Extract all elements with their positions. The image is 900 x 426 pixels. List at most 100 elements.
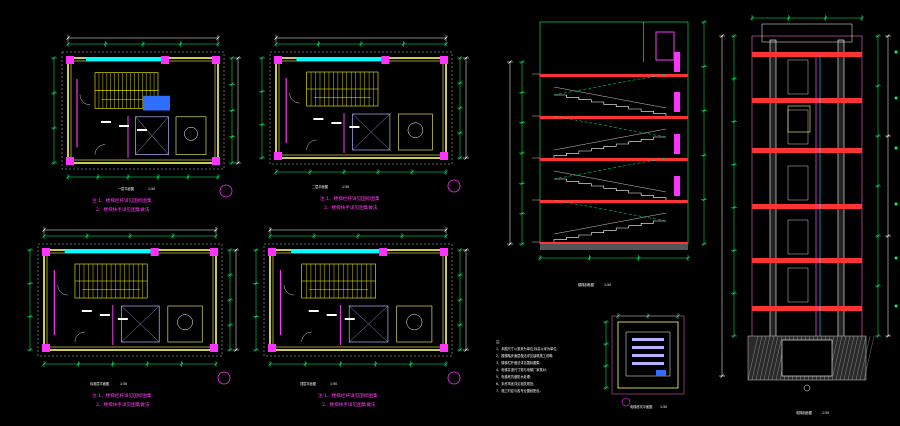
column: [440, 248, 448, 256]
dimension-slash: [604, 364, 608, 368]
dimension-slash: [230, 82, 234, 86]
dimension-slash: [254, 348, 258, 352]
stair-handrail-section: [553, 86, 667, 109]
plan-2-note-2: 2、楼梯扶手详见图集做法: [324, 204, 378, 211]
level-mark: [894, 50, 898, 54]
level-mark: [894, 96, 898, 100]
dimension-slash: [52, 161, 56, 165]
general-note-3: 3、楼梯栏杆做法详见国标图集;: [496, 360, 541, 365]
dimension-slash: [216, 42, 220, 46]
door-swing: [301, 331, 312, 343]
stair-handrail-section: [553, 212, 667, 235]
dimension-slash: [316, 42, 321, 46]
service-room: [398, 113, 433, 151]
dimension-slash: [520, 151, 524, 155]
hatch-line: [831, 335, 843, 381]
door-swing: [74, 331, 85, 343]
dimension-slash: [28, 281, 32, 286]
stair-flight-hidden: [553, 115, 667, 138]
general-note-0: 注:: [496, 339, 500, 344]
dimension-slash: [702, 64, 706, 69]
window-top: [291, 249, 380, 253]
dimension-slash: [28, 348, 32, 352]
dimension-slash: [128, 234, 132, 238]
column: [440, 344, 448, 352]
service-room: [396, 305, 433, 343]
dimension-slash: [732, 120, 736, 124]
hatch-line: [771, 335, 783, 381]
annotation-tag: [81, 310, 92, 312]
dimension-slash: [52, 91, 56, 95]
hatch-line: [851, 335, 863, 381]
window-top: [86, 57, 161, 61]
column: [161, 56, 169, 64]
level-mark: [894, 256, 898, 260]
section-marker: [803, 384, 811, 392]
dimension-slash: [145, 362, 149, 366]
dimension-slash: [216, 36, 220, 40]
dimension-slash: [178, 42, 183, 46]
dimension-slash: [66, 175, 70, 179]
dimension-slash: [444, 170, 448, 174]
window-section: [674, 134, 680, 154]
dimension-slash: [458, 248, 462, 252]
dimension-slash: [458, 273, 462, 277]
dimension-slash: [702, 109, 706, 113]
dimension-slash: [520, 90, 524, 95]
dimension-slash: [732, 205, 736, 210]
elevator-door: [787, 165, 809, 201]
dimension-slash: [732, 291, 736, 295]
dimension-slash: [720, 34, 724, 38]
dimension-slash: [85, 234, 89, 238]
hatch-line: [835, 335, 847, 381]
dimension-slash: [458, 323, 462, 327]
window-top: [64, 249, 151, 253]
dimension-slash: [410, 170, 414, 174]
hatch-line: [839, 335, 851, 381]
elevator-door: [787, 267, 809, 303]
section-a-title: 楼梯剖面图: [578, 282, 594, 287]
pit-detail-group: [603, 313, 685, 407]
level-mark: [894, 202, 898, 206]
plan-frame: [37, 243, 223, 357]
detail-callout: [447, 371, 461, 385]
dimension-slash: [604, 320, 608, 324]
dimension-slash: [520, 60, 524, 64]
elevator-cross: [135, 116, 169, 155]
hatch-line: [847, 335, 859, 381]
section-group: [507, 15, 898, 392]
annotation-tag: [331, 122, 342, 124]
fixture: [177, 314, 193, 331]
dimension-slash: [520, 181, 524, 186]
column: [274, 152, 282, 160]
detail-title: 电梯底坑平面图: [630, 404, 652, 409]
dimension-slash: [274, 170, 278, 174]
dimension-slash: [458, 131, 462, 135]
dimension-slash: [359, 42, 363, 46]
dimension-slash: [458, 156, 462, 160]
dimension-slash: [230, 161, 234, 165]
floor-slab: [752, 52, 862, 57]
dimension-slash: [786, 16, 791, 20]
dimension-slash: [268, 362, 272, 366]
stair-flight-hidden: [553, 199, 667, 222]
elevator-shaft: [348, 305, 389, 343]
dimension-slash: [111, 362, 115, 366]
elevator-cross: [121, 305, 160, 343]
door-swing: [79, 94, 91, 105]
roof-box: [655, 31, 675, 61]
dimension-slash: [444, 228, 448, 232]
dimension-slash: [376, 170, 380, 174]
detail-callout: [621, 397, 631, 407]
dimension-slash: [458, 298, 462, 302]
service-room: [175, 116, 207, 155]
dimension-slash: [274, 36, 278, 40]
dimension-slash: [886, 234, 890, 238]
plan-2: [259, 35, 469, 193]
buffer: [632, 346, 664, 349]
dimension-slash: [28, 314, 32, 319]
elevator-shaft: [352, 113, 391, 151]
sump: [656, 370, 666, 376]
dimension-slash: [444, 362, 448, 366]
column: [66, 157, 74, 165]
